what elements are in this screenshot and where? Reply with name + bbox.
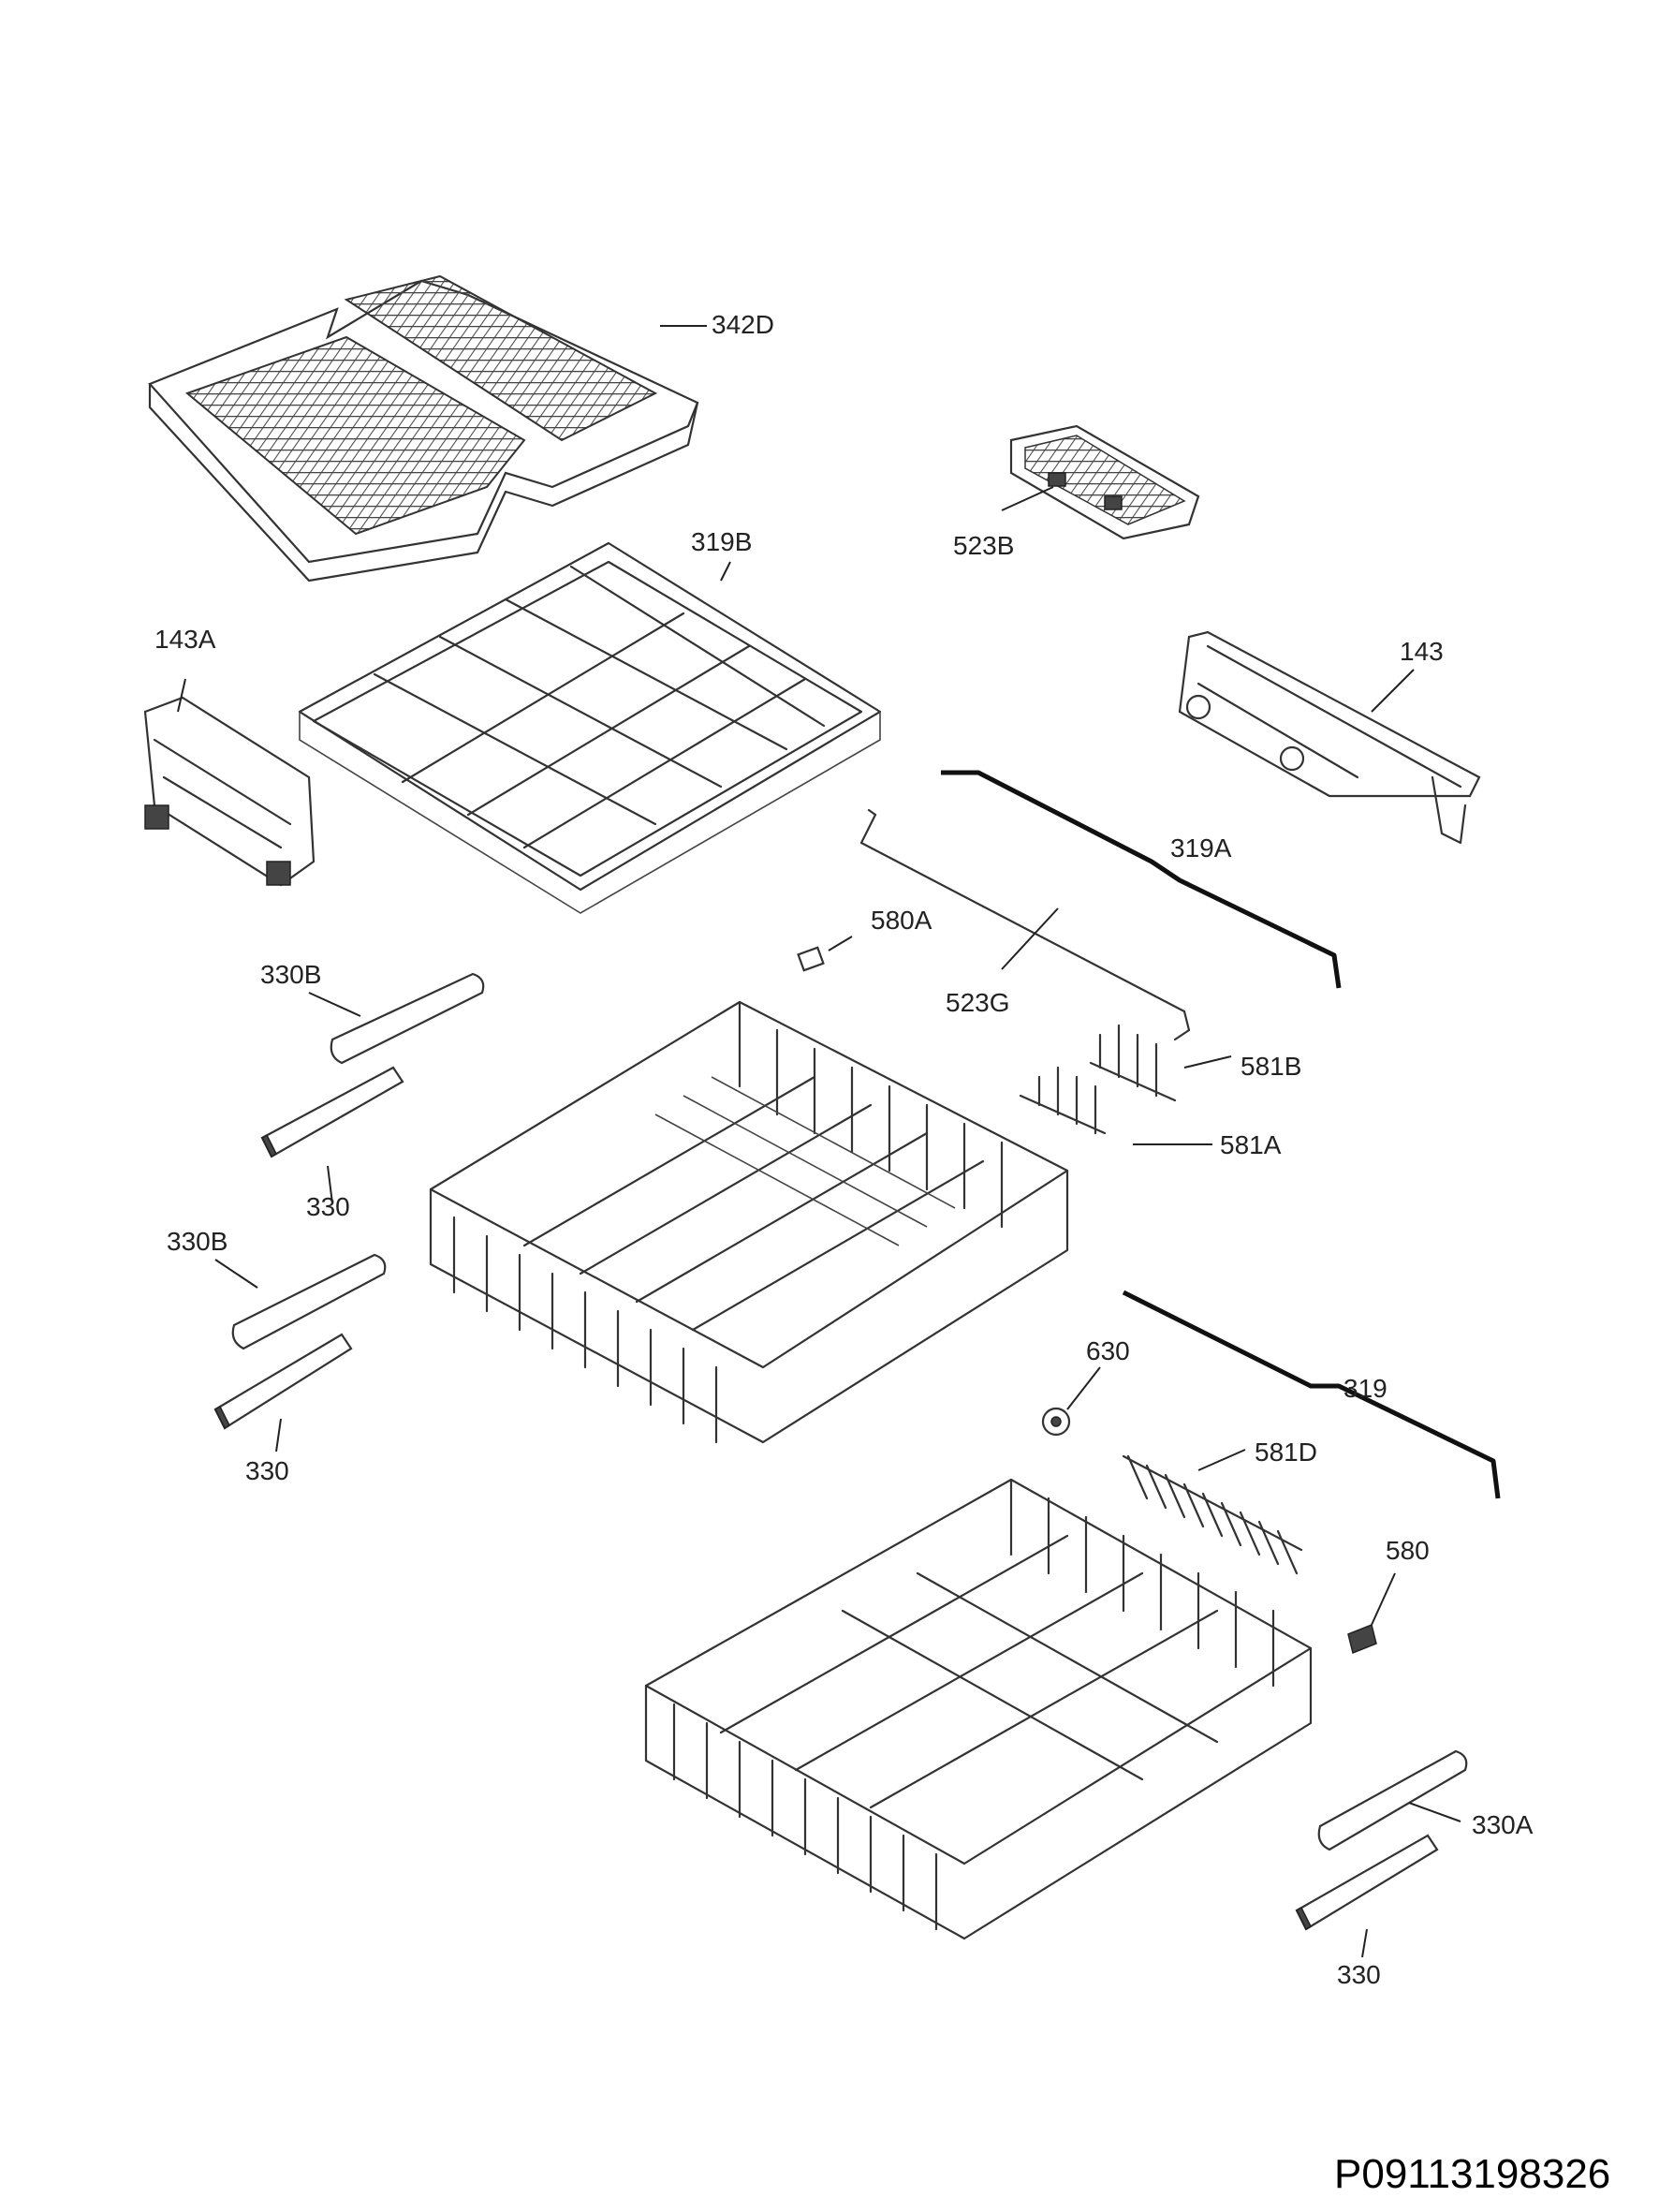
strip-330-3 — [1295, 1834, 1439, 1931]
label-330-3: 330 — [1337, 1960, 1381, 1989]
rail-bar-319A — [941, 770, 1342, 989]
strip-330A — [1317, 1749, 1468, 1851]
strip-330-2 — [213, 1333, 353, 1430]
bracket-143A — [143, 696, 316, 887]
cutlery-tray-342D — [148, 274, 699, 582]
label-330-1: 330 — [306, 1192, 350, 1221]
wire-frame-319B — [298, 541, 882, 914]
wire-rod-523G — [859, 808, 1191, 1041]
cup-rack-581B — [1089, 1024, 1177, 1102]
tine-row-581D — [1122, 1454, 1303, 1575]
upper-basket — [429, 1000, 1069, 1444]
label-630: 630 — [1086, 1336, 1130, 1365]
label-319A: 319A — [1170, 833, 1232, 863]
label-581D: 581D — [1255, 1438, 1317, 1467]
label-330-2: 330 — [245, 1456, 289, 1485]
document-id: P09113198326 — [1334, 2151, 1610, 2197]
label-319: 319 — [1343, 1374, 1387, 1403]
strip-330B-2 — [231, 1253, 387, 1350]
label-523G: 523G — [946, 988, 1010, 1017]
rail-bar-319 — [1122, 1290, 1501, 1499]
label-330B-2: 330B — [167, 1227, 228, 1256]
label-330B-1: 330B — [260, 960, 321, 989]
cup-rack-581A — [1019, 1066, 1107, 1135]
wheel-630 — [1041, 1407, 1071, 1437]
label-143A: 143A — [154, 625, 216, 654]
strip-330B-1 — [330, 972, 485, 1065]
label-581A: 581A — [1220, 1130, 1282, 1159]
label-580: 580 — [1386, 1536, 1430, 1565]
small-rack-523B — [1009, 424, 1200, 540]
label-342D: 342D — [712, 310, 774, 339]
label-581B: 581B — [1241, 1052, 1301, 1081]
rail-143 — [1178, 630, 1481, 845]
label-319B: 319B — [691, 527, 752, 556]
label-580A: 580A — [871, 906, 932, 935]
clip-580 — [1347, 1623, 1377, 1655]
label-330A: 330A — [1472, 1810, 1534, 1839]
label-143: 143 — [1400, 637, 1444, 666]
clip-580A — [797, 946, 825, 972]
leader-lines — [177, 325, 1461, 1958]
lower-basket — [644, 1478, 1313, 1940]
label-523B: 523B — [953, 531, 1014, 560]
strip-330-1 — [260, 1066, 404, 1158]
